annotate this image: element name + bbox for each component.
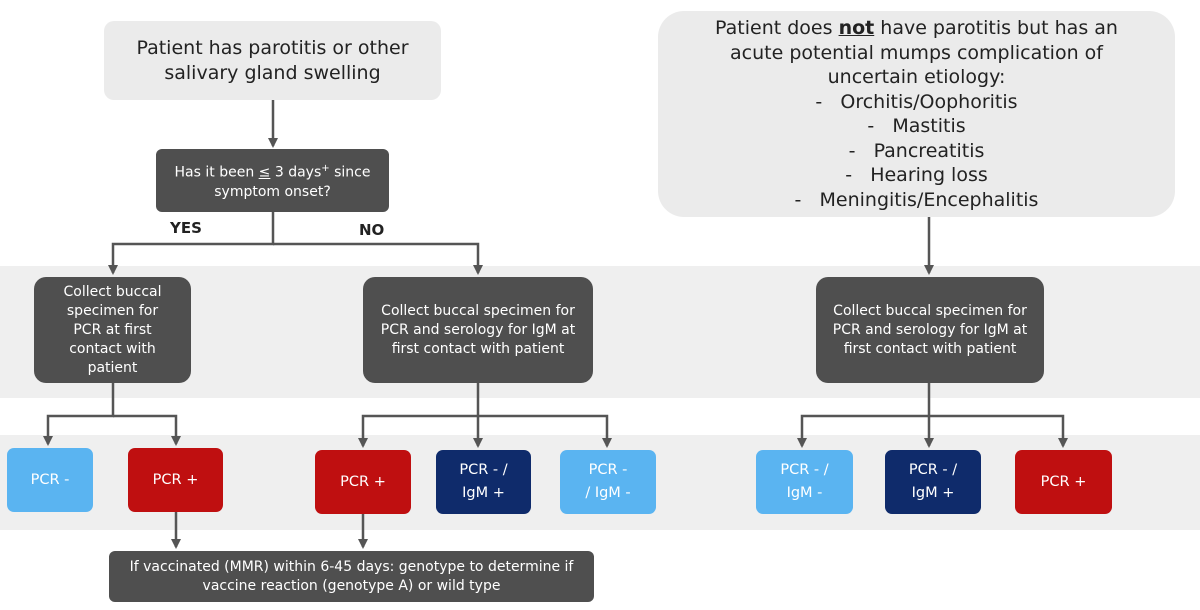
edge-yes-results-pos	[113, 414, 181, 446]
start-node-parotitis: Patient has parotitis or other salivary …	[104, 21, 441, 100]
action-node-buccal-pcr: Collect buccal specimen for PCR at first…	[34, 277, 191, 383]
complication-item: - Pancreatitis	[795, 139, 1039, 164]
result-text-line1: PCR - /	[908, 462, 958, 478]
bullet-dash: -	[848, 139, 874, 162]
action-node-buccal-pcr-igm-text: Collect buccal specimen for PCR and sero…	[380, 302, 576, 357]
complication-heading: Patient does not have parotitis but has …	[715, 17, 1118, 88]
decision-leq-symbol: ≤	[258, 164, 271, 181]
result-no-pcr-neg-igm-neg: PCR - / IgM -	[560, 450, 656, 514]
complication-list: - Orchitis/Oophoritis- Mastitis- Pancrea…	[795, 90, 1039, 213]
genotype-note-text: If vaccinated (MMR) within 6-45 days: ge…	[129, 558, 574, 594]
edge-decision-branches	[108, 212, 275, 275]
bullet-dash: -	[794, 188, 820, 211]
result-text-line2: IgM -	[786, 485, 823, 501]
complication-text: Hearing loss	[870, 164, 988, 186]
complication-item: - Orchitis/Oophoritis	[795, 90, 1039, 115]
bullet-dash: -	[815, 90, 841, 113]
genotype-note: If vaccinated (MMR) within 6-45 days: ge…	[109, 551, 594, 602]
start-node-parotitis-text: Patient has parotitis or other salivary …	[136, 36, 409, 84]
result-right-pcr-neg-igm-pos: PCR - / IgM +	[885, 450, 981, 514]
result-text-line2: IgM +	[462, 485, 505, 501]
edge-right-results-left	[797, 383, 931, 448]
edge-yes-results	[43, 383, 115, 446]
edge-label-yes: YES	[170, 219, 202, 237]
result-text: PCR +	[1040, 473, 1087, 490]
result-yes-pcr-negative: PCR -	[7, 448, 93, 512]
bullet-dash: -	[867, 115, 893, 137]
action-node-buccal-pcr-igm: Collect buccal specimen for PCR and sero…	[363, 277, 593, 383]
edge-no-results-left	[358, 383, 480, 448]
result-text-line1: PCR - /	[459, 462, 508, 478]
complication-text: Mastitis	[892, 115, 966, 137]
decision-text: Has it been ≤ 3 days+ since symptom onse…	[174, 163, 371, 200]
complication-item: - Mastitis	[795, 114, 1039, 139]
complication-item: - Hearing loss	[795, 163, 1039, 188]
result-text-line2: IgM +	[911, 485, 955, 501]
decision-node-days: Has it been ≤ 3 days+ since symptom onse…	[156, 149, 389, 212]
bullet-dash: -	[845, 164, 871, 186]
result-text: PCR -	[30, 471, 70, 488]
result-text-line1: PCR - /	[780, 462, 829, 478]
edge-right-results-right	[929, 414, 1068, 448]
result-text-line2: / IgM -	[585, 485, 631, 501]
result-right-pcr-neg-igm-neg: PCR - / IgM -	[756, 450, 853, 514]
result-right-pcr-positive: PCR +	[1015, 450, 1112, 514]
complication-item: - Meningitis/Encephalitis	[795, 188, 1039, 213]
edge-decision-no	[273, 242, 483, 275]
result-text-line1: PCR -	[588, 462, 628, 478]
edge-label-no: NO	[359, 221, 385, 239]
action-node-buccal-pcr-text: Collect buccal specimen for PCR at first…	[63, 283, 162, 376]
complication-text: Orchitis/Oophoritis	[840, 90, 1018, 113]
result-no-pcr-neg-igm-pos: PCR - / IgM +	[436, 450, 531, 514]
complication-text: Meningitis/Encephalitis	[819, 188, 1039, 211]
complication-text: Pancreatitis	[873, 139, 985, 162]
result-text: PCR +	[152, 471, 199, 488]
start-node-complication: Patient does not have parotitis but has …	[658, 11, 1175, 217]
action-node-buccal-pcr-igm-right: Collect buccal specimen for PCR and sero…	[816, 277, 1044, 383]
action-node-buccal-pcr-igm-right-text: Collect buccal specimen for PCR and sero…	[832, 302, 1028, 357]
result-yes-pcr-positive: PCR +	[128, 448, 223, 512]
decision-superscript: +	[321, 163, 330, 175]
result-no-pcr-positive: PCR +	[315, 450, 411, 514]
result-text: PCR +	[340, 473, 386, 490]
edge-no-results-right	[478, 414, 612, 448]
